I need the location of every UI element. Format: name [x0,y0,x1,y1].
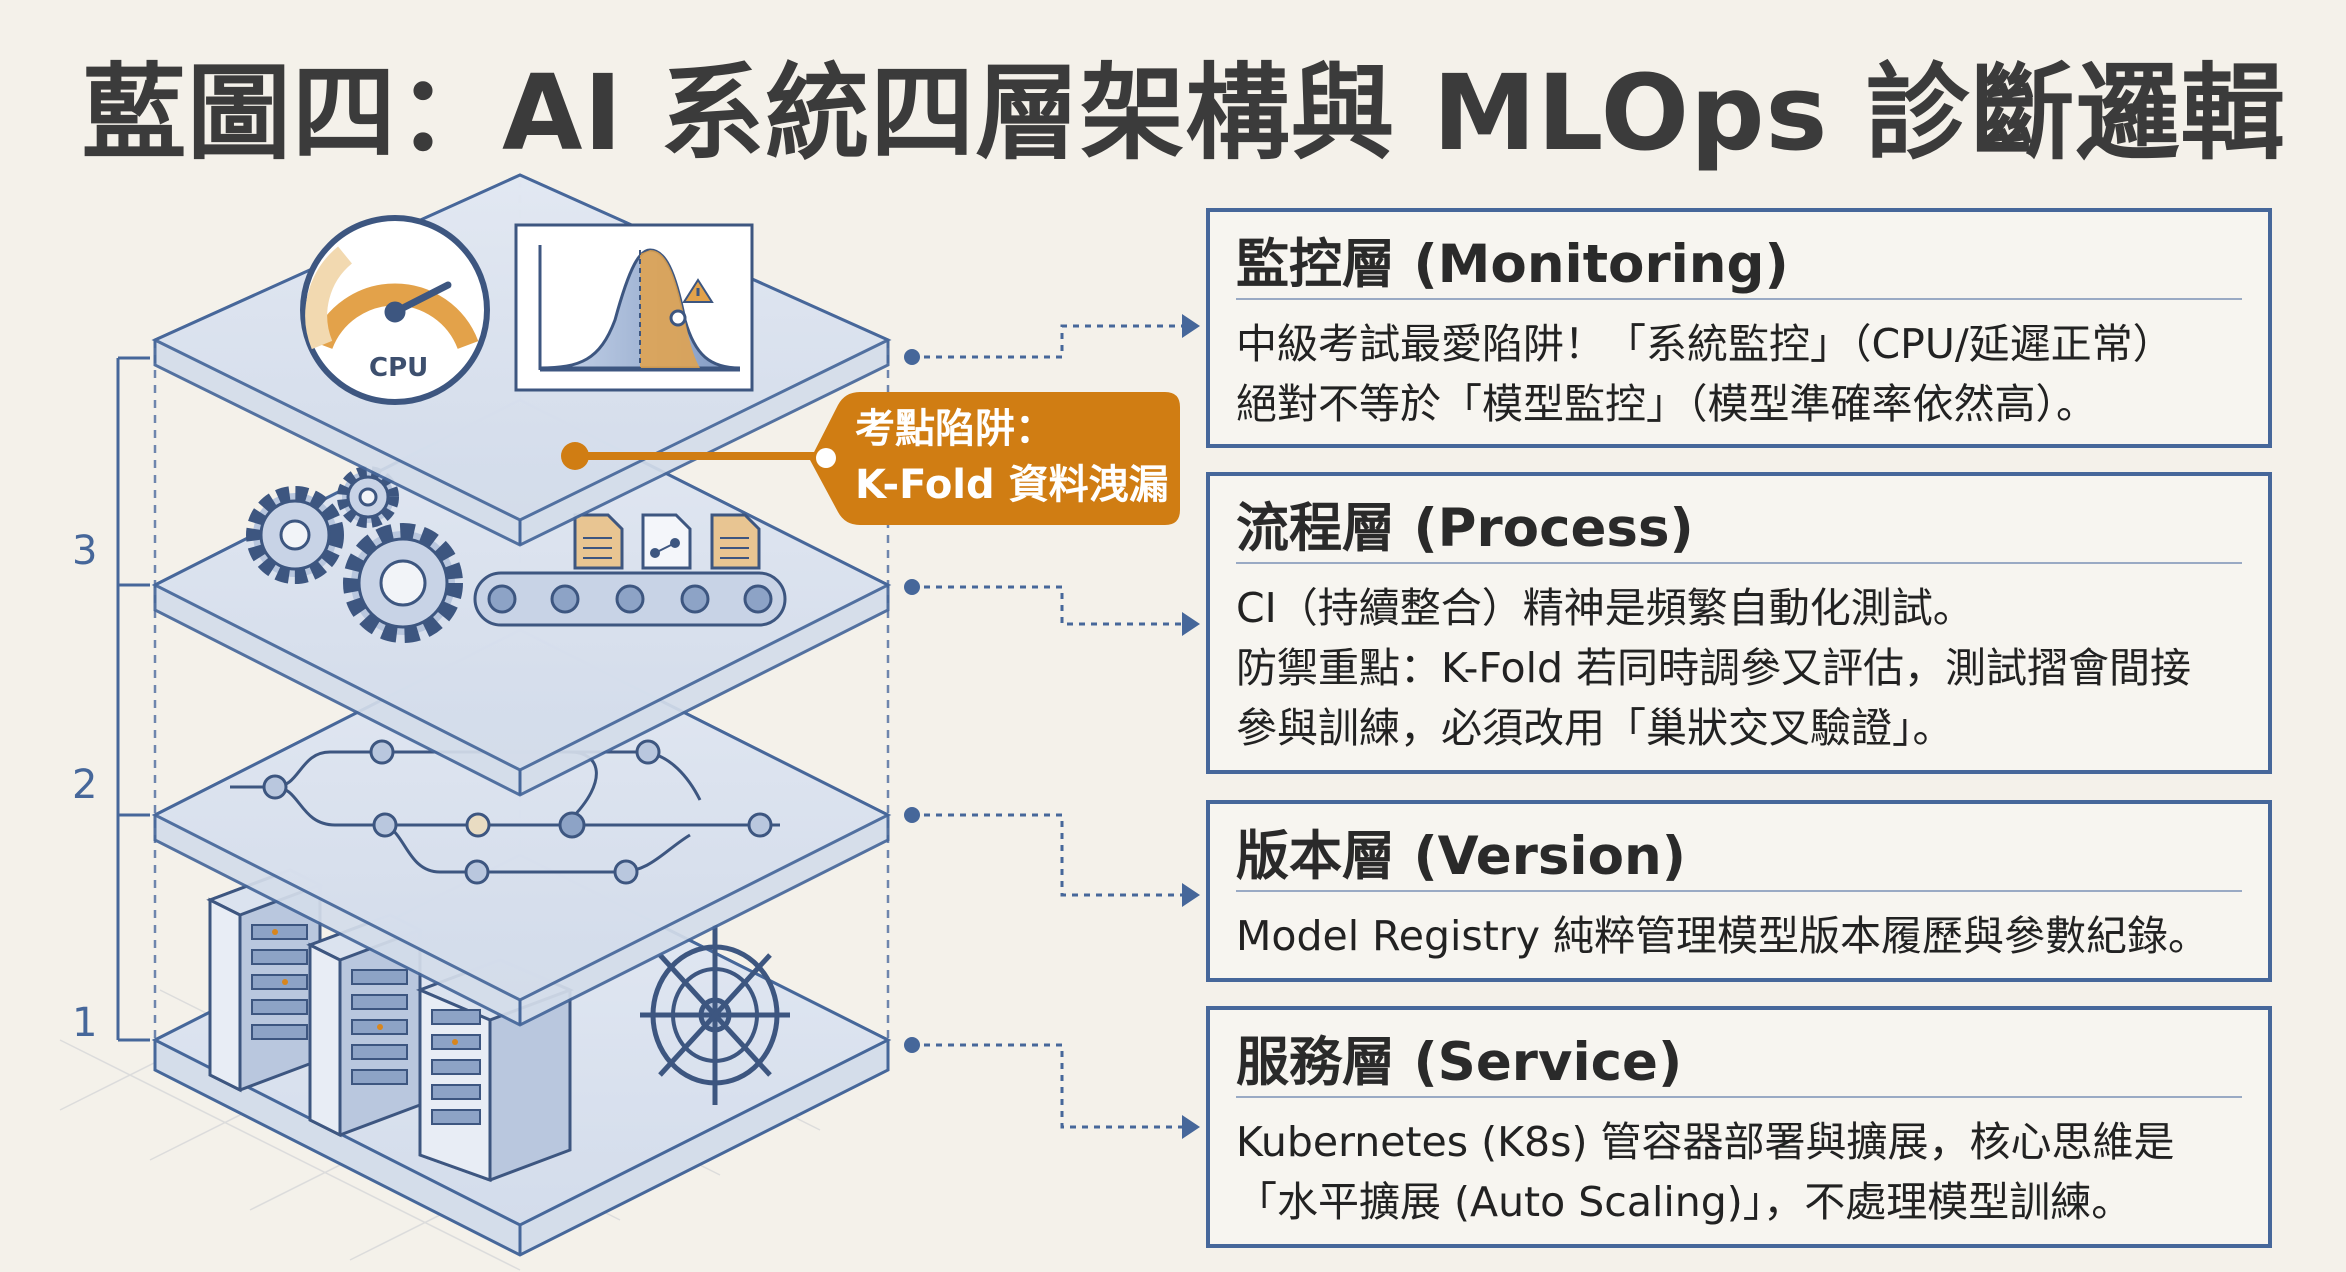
panel-line: 絕對不等於「模型監控」（模型準確率依然高）。 [1236,380,2097,428]
connector-dots [904,349,920,1053]
panel-divider [1236,1096,2242,1098]
panel-line: 中級考試最愛陷阱！「系統監控」（CPU/延遲正常） [1236,320,2174,368]
warning-icon [682,278,714,303]
panel-divider [1236,890,2242,892]
page-title: 藍圖四：AI 系統四層架構與 MLOps 診斷邏輯 [82,52,2286,174]
plate-version [151,628,892,1027]
panel-body: 中級考試最愛陷阱！「系統監控」（CPU/延遲正常） 絕對不等於「模型監控」（模型… [1236,314,2252,434]
layer-bracket [116,356,150,1042]
panel-title: 監控層 (Monitoring) [1236,234,1789,295]
cpu-gauge-icon [300,215,490,405]
layer-number-3: 3 [72,528,98,574]
panel-line: CI（持續整合）精神是頻繁自動化測試。 [1236,584,1974,632]
panel-title: 流程層 (Process) [1236,498,1694,559]
version-nodes [262,739,773,885]
callout-line-1: 考點陷阱： [855,406,1055,452]
panel-line: Kubernetes (K8s) 管容器部署與擴展，核心思維是 [1236,1118,2175,1166]
ship-wheel-icon [640,925,790,1105]
panel-line: 「水平擴展 (Auto Scaling)」，不處理模型訓練。 [1236,1178,2133,1226]
panel-process: 流程層 (Process) CI（持續整合）精神是頻繁自動化測試。 防禦重點：K… [1206,472,2272,774]
panel-body: CI（持續整合）精神是頻繁自動化測試。 防禦重點：K-Fold 若同時調參又評估… [1236,578,2252,758]
layer-number-1: 1 [72,1000,98,1046]
panel-body: Kubernetes (K8s) 管容器部署與擴展，核心思維是 「水平擴展 (A… [1236,1112,2252,1232]
connector-lines [912,324,1182,1129]
gear-icon [246,466,463,643]
panel-body: Model Registry 純粹管理模型版本履歷與參數紀錄。 [1236,906,2252,966]
panel-title: 服務層 (Service) [1236,1032,1683,1093]
panel-divider [1236,562,2242,564]
conveyor-belt-icon [473,571,787,627]
callout-text: 考點陷阱： K-Fold 資料洩漏 [855,401,1169,513]
document-icon [573,513,761,570]
panel-service: 服務層 (Service) Kubernetes (K8s) 管容器部署與擴展，… [1206,1006,2272,1248]
cpu-gauge-label: CPU [369,353,429,383]
layer-number-2: 2 [72,762,98,808]
panel-line: 防禦重點：K-Fold 若同時調參又評估，測試摺會間接 [1236,644,2192,692]
callout-box [561,392,1180,525]
connector-arrowheads [1182,314,1200,1139]
panel-line: 參與訓練，必須改用「巢狀交叉驗證」。 [1236,704,1954,752]
panel-divider [1236,298,2242,300]
panel-version: 版本層 (Version) Model Registry 純粹管理模型版本履歷與… [1206,800,2272,982]
distribution-chart-icon [514,223,754,392]
panel-monitoring: 監控層 (Monitoring) 中級考試最愛陷阱！「系統監控」（CPU/延遲正… [1206,208,2272,448]
panel-line: Model Registry 純粹管理模型版本履歷與參數紀錄。 [1236,912,2210,960]
panel-title: 版本層 (Version) [1236,826,1686,887]
callout-line-2: K-Fold 資料洩漏 [855,462,1169,508]
